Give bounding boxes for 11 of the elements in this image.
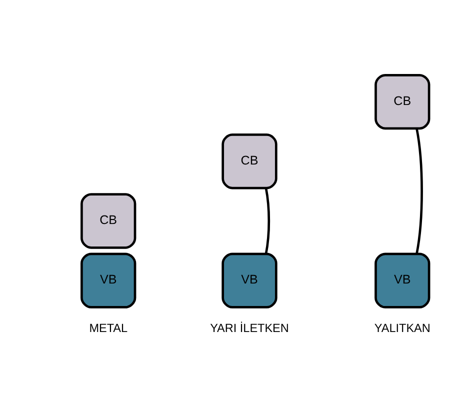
node-box: VB <box>374 252 430 308</box>
label: YARI İLETKEN <box>210 321 289 334</box>
node-box: CB <box>222 133 278 189</box>
connector <box>416 128 423 254</box>
label: YALITKAN <box>374 321 430 334</box>
node-box: VB <box>80 252 136 308</box>
node-box: CB <box>80 192 136 248</box>
node-box: VB <box>222 252 278 308</box>
node-box: CB <box>374 73 430 130</box>
connector <box>264 187 270 254</box>
label: METAL <box>89 321 128 334</box>
